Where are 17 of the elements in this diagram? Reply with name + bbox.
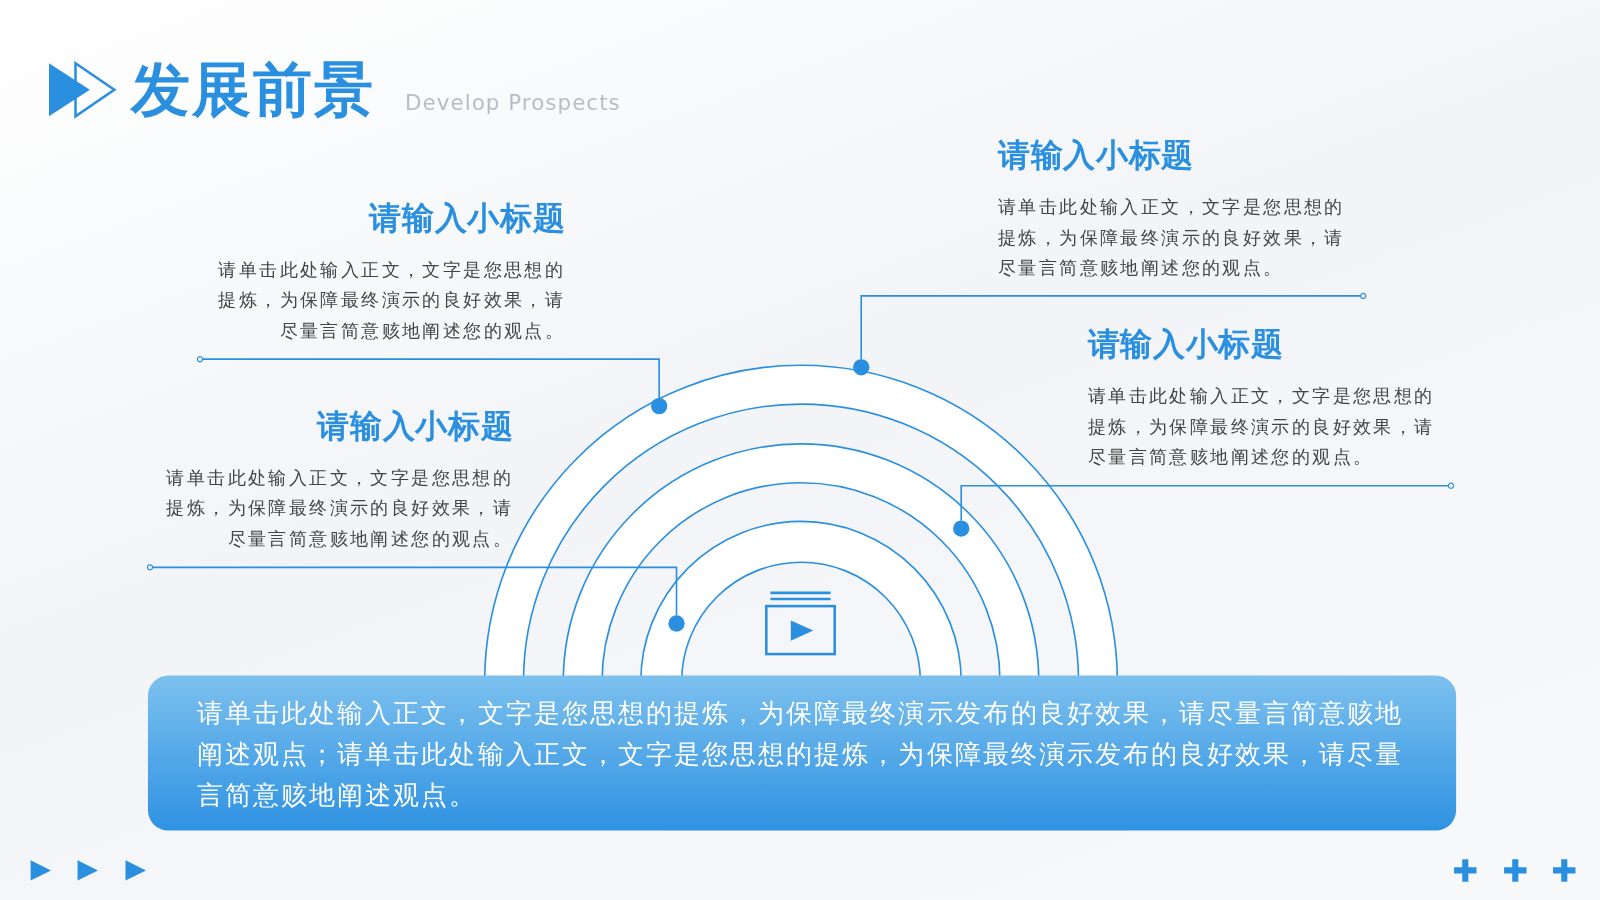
body-text: 请单击此处输入正文，文字是您思想的提炼，为保障最终演示的良好效果，请尽量言简意赅地阐述您的观点。: [165, 465, 514, 551]
body-text: 请单击此处输入正文，文字是您思想的提炼，为保障最终演示的良好效果，请尽量言简意赅地阐述您的观点。: [1087, 383, 1436, 470]
leader-line: [960, 482, 1455, 522]
body-text: 请单击此处输入正文，文字是您思想的提炼，为保障最终演示的良好效果，请尽量言简意赅地阐述您的观点。: [997, 194, 1346, 281]
subheading: 请输入小标题: [369, 198, 566, 238]
leader-line: [146, 564, 678, 617]
leader-line: [196, 356, 660, 399]
dot-marker: [853, 359, 870, 376]
leader-line: [860, 292, 1367, 360]
dot-marker: [953, 520, 970, 537]
subheading: 请输入小标题: [997, 135, 1194, 176]
subheading: 请输入小标题: [317, 406, 514, 446]
english-subtitle: Develop Prospects: [405, 90, 621, 116]
subheading: 请输入小标题: [1087, 324, 1284, 365]
body-text: 请单击此处输入正文，文字是您思想的提炼，为保障最终演示的良好效果，请尽量言简意赅地阐述您的观点。: [217, 257, 566, 343]
text-panel: 请单击此处输入正文，文字是您思想的提炼，为保障最终演示发布的良好效果，请尽量言简意赅地阐述观点；请单击此处输入正文，文字是您思想的提炼，为保障最终演示发布的良好效果，请尽量言简意赅地阐述观点。: [147, 675, 1457, 831]
slide-title: 发展前景: [130, 54, 376, 127]
